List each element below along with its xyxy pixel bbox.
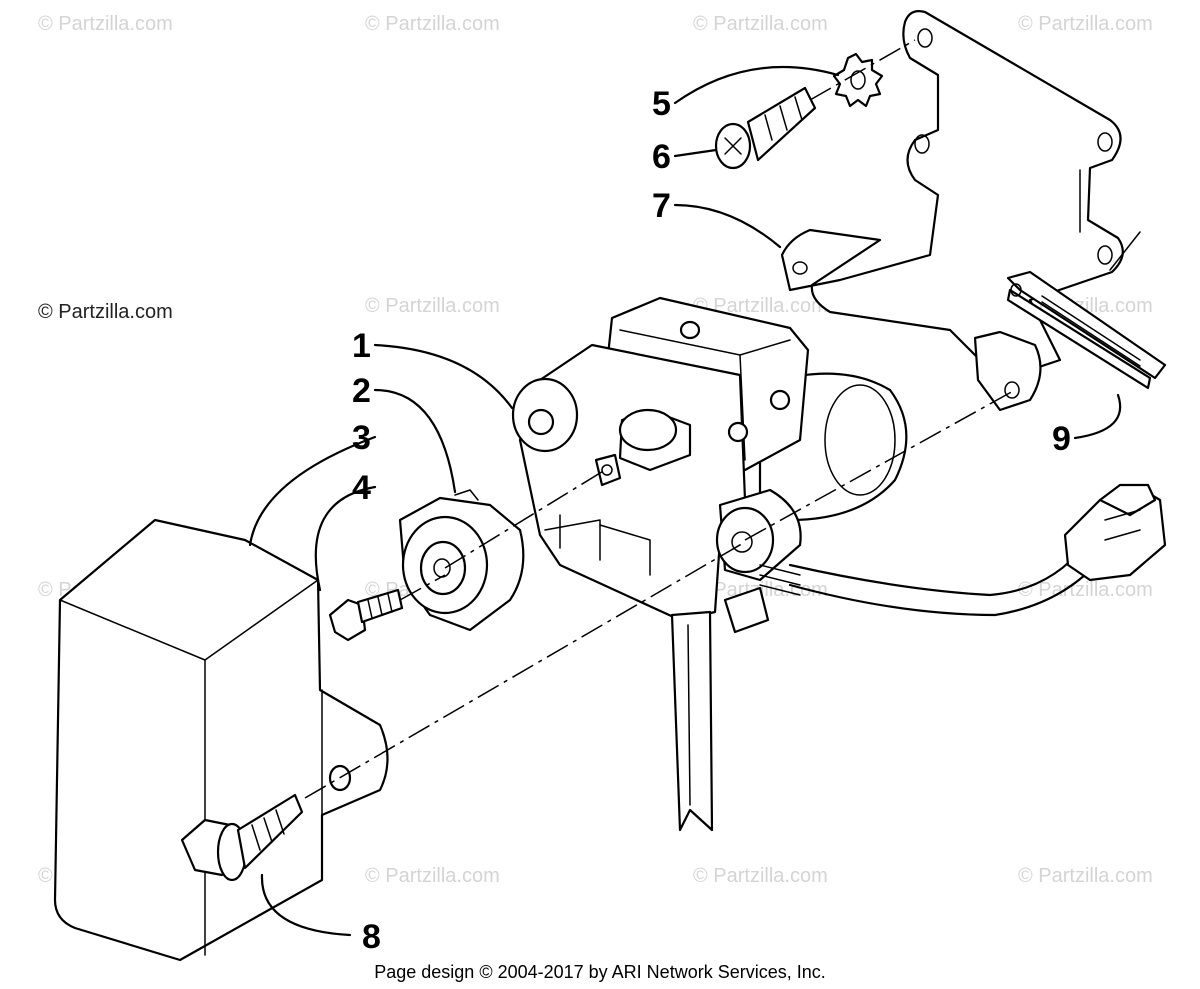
watermark: © Partzilla.com <box>365 13 500 35</box>
part-9-slotted-plate <box>1006 270 1167 390</box>
watermark: © Partzilla.com <box>1018 865 1153 887</box>
alignment-lines <box>304 39 1016 799</box>
bracket-lower-tab <box>973 330 1042 412</box>
wiring-connector <box>1063 483 1167 582</box>
footer-copyright: Page design © 2004-2017 by ARI Network S… <box>374 962 826 982</box>
watermark: © Partzilla.com <box>38 13 173 35</box>
callout-2: 2 <box>352 372 371 410</box>
part-3-control-module <box>53 518 389 962</box>
callout-1: 1 <box>352 327 371 365</box>
watermark: © Partzilla.com <box>365 865 500 887</box>
wiring-harness <box>759 543 1102 617</box>
callout-9: 9 <box>1052 420 1071 458</box>
callout-6: 6 <box>652 138 671 176</box>
watermark: © Partzilla.com <box>693 295 828 317</box>
callout-labels: 1 2 3 4 5 6 7 8 9 <box>352 85 1071 956</box>
watermark: © Partzilla.com <box>693 13 828 35</box>
corner-watermark: © Partzilla.com <box>38 301 173 323</box>
part-5-star-washer <box>832 52 884 108</box>
part-4-bolt <box>328 588 404 642</box>
callout-5: 5 <box>652 85 671 123</box>
leader-lines <box>248 65 1122 937</box>
part-1-actuator <box>511 296 908 634</box>
watermark: © Partzilla.com <box>365 295 500 317</box>
callout-4: 4 <box>352 469 371 507</box>
part-8-bolt <box>180 793 304 882</box>
actuator-lever-arm <box>670 610 714 832</box>
callout-8: 8 <box>362 918 381 956</box>
watermark: © Partzilla.com <box>1018 13 1153 35</box>
watermark: © Partzilla.com <box>693 865 828 887</box>
part-2-coupler <box>398 489 525 632</box>
callout-7: 7 <box>652 187 671 225</box>
callout-3: 3 <box>352 419 371 457</box>
watermark: © Partzilla.com <box>1018 579 1153 601</box>
part-6-screw <box>714 86 817 170</box>
